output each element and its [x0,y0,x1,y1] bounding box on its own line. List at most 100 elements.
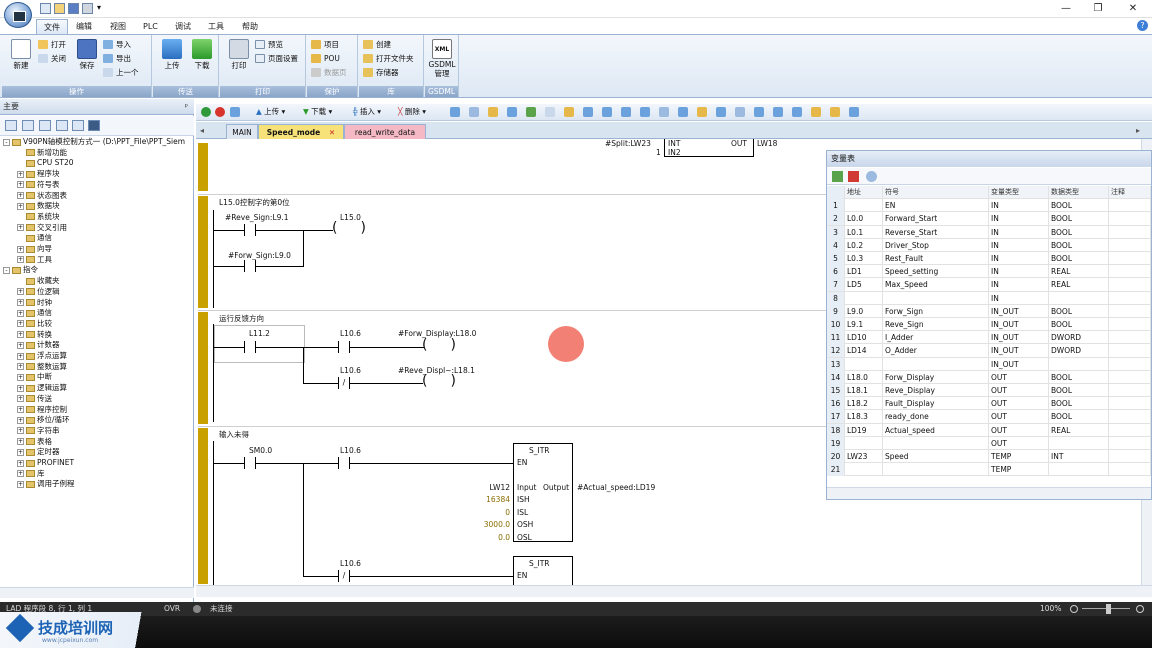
cell-row-number[interactable]: 15 [827,384,845,397]
expand-icon[interactable]: + [17,480,24,488]
tree-item[interactable]: +调用子例程 [17,479,75,490]
cell-data-type[interactable] [1049,291,1109,305]
network-8-contact-1[interactable] [244,341,256,353]
print-icon[interactable] [82,3,93,14]
tree-item[interactable]: +中断 [17,372,52,383]
header-data-type[interactable]: 数据类型 [1049,186,1109,199]
new-file-icon[interactable] [40,3,51,14]
cell-address[interactable]: LD1 [845,265,883,279]
cell-address[interactable]: LD5 [845,278,883,292]
cell-comment[interactable] [1109,225,1151,239]
minimize-button[interactable]: — [1061,3,1071,14]
cell-data-type[interactable] [1049,357,1109,371]
expand-icon[interactable]: + [17,256,24,264]
cell-row-number[interactable]: 1 [827,199,845,213]
cell-address[interactable]: LD19 [845,423,883,437]
cell-data-type[interactable]: BOOL [1049,397,1109,411]
toolbar-tool-icon[interactable] [640,107,650,117]
cell-row-number[interactable]: 12 [827,344,845,358]
cell-variable-type[interactable]: TEMP [989,463,1049,477]
cell-address[interactable]: L0.3 [845,252,883,265]
tree-item[interactable]: -指令 [3,265,38,276]
cell-comment[interactable] [1109,344,1151,358]
network-9-contact-1[interactable] [244,457,256,469]
expand-icon[interactable]: + [17,245,24,253]
expand-icon[interactable]: + [17,320,24,328]
expand-icon[interactable]: + [17,192,24,199]
protect-project-button[interactable]: 项目 [310,38,339,51]
tab-read-write-data[interactable]: read_write_data [344,124,426,139]
tree-item[interactable]: CPU ST20 [17,158,74,169]
tab-close-icon[interactable]: ✕ [328,128,336,137]
toolbar-download-button[interactable]: ▼ 下载 ▾ [303,107,333,116]
cell-row-number[interactable]: 13 [827,357,845,371]
cell-variable-type[interactable]: IN [989,278,1049,292]
toolbar-tool-icon[interactable] [697,107,707,117]
collapse-icon[interactable]: - [3,266,10,274]
cell-row-number[interactable]: 18 [827,423,845,437]
cell-comment[interactable] [1109,463,1151,477]
tree-sort-icon[interactable] [56,120,68,131]
tree-filter-icon[interactable] [72,120,84,131]
toolbar-upload-button[interactable]: ▲ 上传 ▾ [256,107,286,116]
tree-item[interactable]: +表格 [17,437,52,448]
cell-address[interactable]: L9.0 [845,304,883,318]
cell-address[interactable]: L18.3 [845,410,883,424]
cell-data-type[interactable]: BOOL [1049,318,1109,331]
cell-variable-type[interactable]: OUT [989,410,1049,424]
tree-detail-icon[interactable] [39,120,51,131]
toolbar-tool-icon[interactable] [678,107,688,117]
cell-symbol[interactable]: Fault_Display [883,397,989,411]
cell-symbol[interactable]: Actual_speed [883,423,989,437]
cell-comment[interactable] [1109,331,1151,345]
expand-icon[interactable]: + [17,406,24,413]
tree-item[interactable]: +比较 [17,319,52,330]
cell-row-number[interactable]: 14 [827,370,845,384]
cell-data-type[interactable]: BOOL [1049,384,1109,397]
cell-variable-type[interactable]: IN_OUT [989,331,1049,345]
expand-icon[interactable]: + [17,470,24,478]
quick-access-dropdown[interactable]: ▾ [97,3,102,12]
cell-comment[interactable] [1109,252,1151,265]
toolbar-tool-icon[interactable] [583,107,593,117]
tree-item[interactable]: -V90PN轴模控制方式一 (D:\PPT_File\PPT_Siem [3,137,185,148]
tree-item[interactable]: 新增功能 [17,148,67,159]
cell-symbol[interactable]: ready_done [883,410,989,424]
toolbar-tool-icon[interactable] [450,107,460,117]
network-7-contact-2[interactable] [244,260,256,272]
expand-icon[interactable]: + [17,224,24,232]
header-comment[interactable]: 注释 [1109,186,1151,199]
tree-item[interactable]: +位逻辑 [17,287,60,298]
header-symbol[interactable]: 符号 [883,186,989,199]
cell-comment[interactable] [1109,318,1151,331]
header-address[interactable]: 地址 [845,186,883,199]
cell-variable-type[interactable]: OUT [989,384,1049,397]
tree-item[interactable]: 系统块 [17,212,60,223]
tab-scroll-right-icon[interactable]: ▸ [1136,126,1141,135]
s-itr-function-box[interactable] [513,443,573,542]
cell-variable-type[interactable]: IN [989,212,1049,226]
cell-symbol[interactable]: EN [883,199,989,213]
zoom-level[interactable]: 100% [1040,604,1062,613]
zoom-out-icon[interactable] [1070,605,1078,613]
s-itr-function-box-2[interactable] [513,556,573,586]
cell-comment[interactable] [1109,370,1151,384]
expand-icon[interactable]: + [17,373,24,381]
cell-variable-type[interactable]: IN_OUT [989,344,1049,358]
cell-row-number[interactable]: 19 [827,436,845,450]
cell-symbol[interactable]: Max_Speed [883,278,989,292]
save-button[interactable]: 保存 [70,37,104,83]
cell-symbol[interactable] [883,463,989,477]
cell-row-number[interactable]: 8 [827,291,845,305]
delete-row-icon[interactable] [848,171,859,182]
collapse-icon[interactable]: - [3,138,10,146]
cell-variable-type[interactable]: TEMP [989,450,1049,463]
network-8-contact-2[interactable] [338,341,350,353]
